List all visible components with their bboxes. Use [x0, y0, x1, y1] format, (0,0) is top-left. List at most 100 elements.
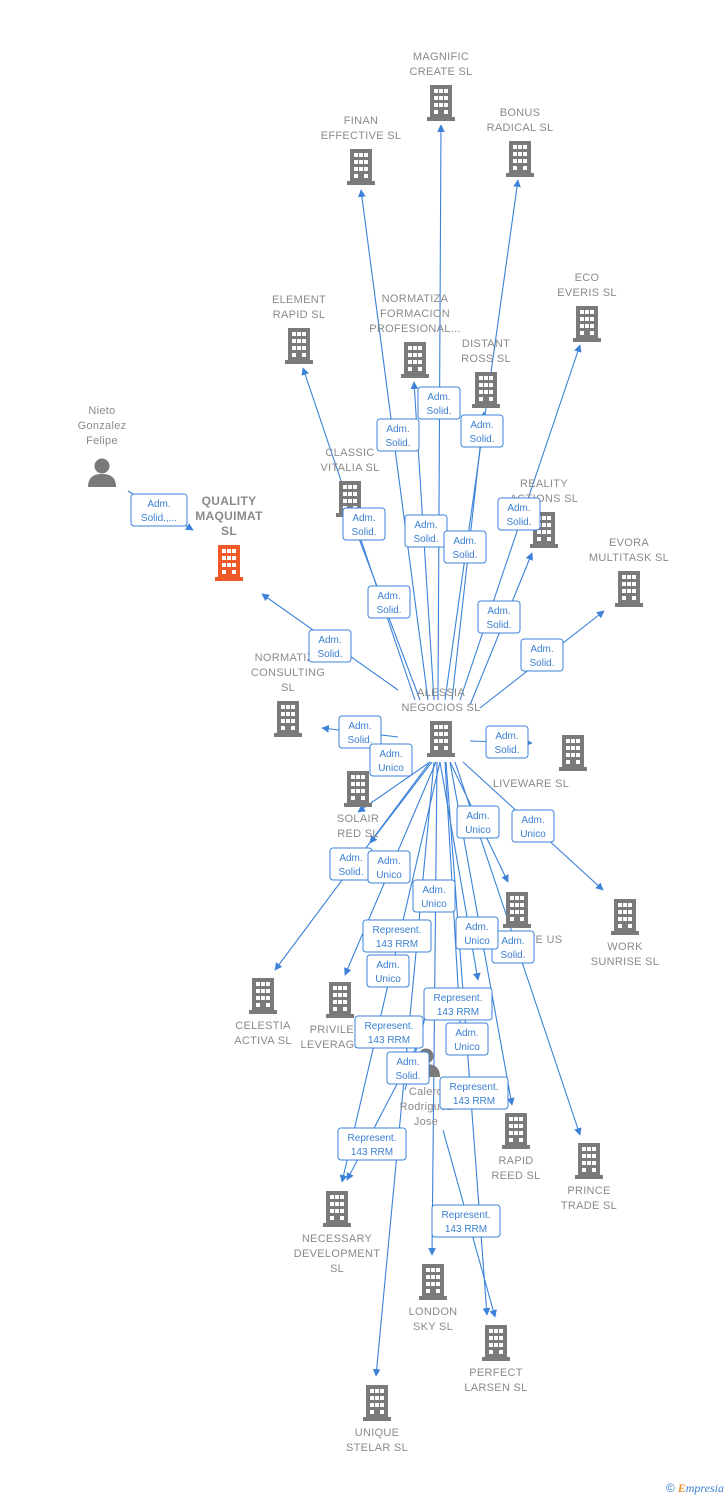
relation-text: Solid. [376, 605, 401, 616]
relation-label-25[interactable]: Represent.143 RRM [354, 1015, 424, 1049]
relation-text: Adm. [348, 721, 371, 732]
relation-label-20[interactable]: Represent.143 RRM [362, 919, 432, 953]
relation-label-3[interactable]: Adm.Solid. [460, 414, 504, 448]
node-normatiza_f[interactable]: NORMATIZAFORMACIONPROFESIONAL... [369, 293, 461, 378]
node-label-line: Jose [414, 1116, 438, 1128]
node-label-line: DISTANT [462, 338, 510, 350]
relation-label-7[interactable]: Adm.Solid. [497, 497, 541, 531]
relation-label-9[interactable]: Adm.Solid. [477, 600, 521, 634]
node-label-line: ELEMENT [272, 294, 326, 306]
node-label-line: FINAN [344, 115, 379, 127]
node-label-line: VITALIA SL [320, 462, 379, 474]
relation-label-6[interactable]: Adm.Solid. [443, 530, 487, 564]
node-label-line: LARSEN SL [464, 1382, 527, 1394]
building-icon [427, 85, 455, 121]
node-liveware[interactable]: LIVEWARE SL [493, 735, 587, 790]
relation-label-19[interactable]: Adm.Unico [412, 879, 456, 913]
relation-label-16[interactable]: Adm.Unico [511, 809, 555, 843]
relation-label-17[interactable]: Adm.Solid. [329, 847, 373, 881]
relation-label-27[interactable]: Adm.Solid. [386, 1051, 430, 1085]
building-icon [472, 372, 500, 408]
relation-label-1[interactable]: Adm.Solid. [417, 386, 461, 420]
node-label-line: LONDON [409, 1306, 458, 1318]
relation-box [369, 743, 413, 777]
relation-label-22[interactable]: Adm.Solid. [491, 930, 535, 964]
edges [127, 124, 605, 1377]
relation-box [342, 507, 386, 541]
node-label-line: REALITY [520, 478, 568, 490]
node-label-line: STELAR SL [346, 1442, 408, 1454]
building-icon [559, 735, 587, 771]
relation-label-8[interactable]: Adm.Solid. [367, 585, 411, 619]
building-icon [249, 978, 277, 1014]
relation-label-24[interactable]: Represent. 143 RRM [423, 987, 493, 1021]
building-icon [344, 771, 372, 807]
node-label-line: CONSULTING [251, 667, 325, 679]
brand-name: mpresia [685, 1481, 724, 1495]
node-label-line: EVORA [609, 537, 649, 549]
relation-label-21[interactable]: Adm.Unico [366, 954, 410, 988]
node-label-line: RAPID [498, 1155, 533, 1167]
relation-label-10[interactable]: Adm.Solid. [520, 638, 564, 672]
relation-box [460, 414, 504, 448]
relation-text: Solid. [385, 438, 410, 449]
relation-text: Adm. [530, 644, 553, 655]
relation-label-29[interactable]: Represent.143 RRM [337, 1127, 407, 1161]
relation-label-2[interactable]: Adm.Solid. [376, 418, 420, 452]
node-label-line: QUALITY [202, 494, 257, 508]
relation-label-18[interactable]: Adm.Unico [367, 850, 411, 884]
relation-box [367, 585, 411, 619]
node-label-line: Felipe [86, 435, 118, 447]
relation-label-13[interactable]: Adm.Solid. [485, 725, 529, 759]
relation-box [386, 1051, 430, 1085]
relation-label-15[interactable]: Adm.Unico [456, 805, 500, 839]
building-icon [503, 892, 531, 928]
relation-label-5[interactable]: Adm.Solid. [404, 514, 448, 548]
node-label-line: RED SL [337, 828, 379, 840]
relation-text: Adm. [470, 420, 493, 431]
relation-box [417, 386, 461, 420]
relation-text: 143 RRM [351, 1147, 393, 1158]
relation-text: 143 RRM [437, 1007, 479, 1018]
building-icon [615, 571, 643, 607]
relation-label-11[interactable]: Adm.Solid. [308, 629, 352, 663]
relation-text: Solid. [500, 950, 525, 961]
relation-text: Adm. [466, 811, 489, 822]
relation-label-28[interactable]: Represent.143 RRM [439, 1076, 509, 1110]
relation-label-4[interactable]: Adm.Solid. [342, 507, 386, 541]
relation-label-12[interactable]: Adm.Solid. [338, 715, 382, 749]
relation-text: Represent. [434, 993, 483, 1004]
relation-label-14[interactable]: Adm.Unico [369, 743, 413, 777]
relation-text: Unico [454, 1042, 480, 1053]
node-label-line: ALESSIA [417, 687, 465, 699]
relation-label-26[interactable]: Adm.Unico [445, 1022, 489, 1056]
node-label-line: MAQUIMAT [195, 509, 263, 523]
relation-text: 143 RRM [368, 1035, 410, 1046]
relation-label-30[interactable]: Represent.143 RRM [431, 1204, 501, 1238]
relation-text: Represent. [373, 925, 422, 936]
relation-label-0[interactable]: Adm.Solid.,... [130, 493, 188, 527]
relation-label-23[interactable]: Adm.Unico [455, 916, 499, 950]
